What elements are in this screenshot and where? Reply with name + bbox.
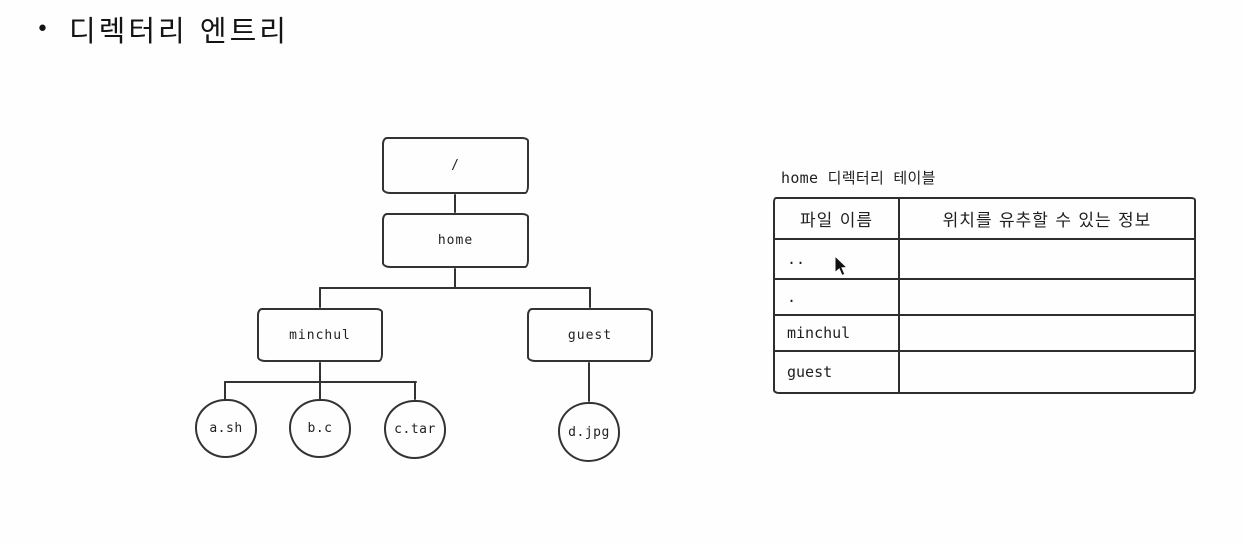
table-row-minchul-name: minchul: [775, 316, 900, 352]
tree-file-djpg-label: d.jpg: [568, 424, 610, 440]
edge-to-ash: [224, 381, 226, 400]
tree-node-root: /: [382, 137, 529, 194]
table-row-dotdot-name: ..: [775, 240, 900, 280]
table-row-minchul-info: [900, 316, 1194, 352]
tree-node-minchul-label: minchul: [289, 327, 351, 343]
edge-to-ctar: [414, 381, 416, 400]
tree-file-ctar-label: c.tar: [394, 422, 436, 437]
edge-to-minchul: [319, 287, 321, 308]
edge-to-guest: [589, 287, 591, 308]
tree-node-root-label: /: [451, 158, 460, 173]
tree-node-guest-label: guest: [567, 327, 613, 343]
edge-home-hbar: [319, 287, 591, 289]
edge-minchul-down: [319, 362, 321, 382]
edge-to-bc: [319, 381, 321, 400]
tree-file-ash: a.sh: [195, 399, 257, 458]
edge-root-home: [454, 194, 456, 213]
table-row-dotdot-info: [900, 240, 1194, 280]
table-header-file-name: 파일 이름: [775, 199, 900, 240]
tree-file-ctar: c.tar: [384, 400, 446, 459]
table-row-guest-name: guest: [775, 352, 900, 392]
tree-file-djpg: d.jpg: [558, 402, 620, 462]
tree-node-minchul: minchul: [257, 308, 383, 362]
home-directory-table: 파일 이름 위치를 유추할 수 있는 정보 .. . minchul guest: [773, 197, 1196, 394]
tree-file-bc: b.c: [289, 399, 351, 458]
tree-file-bc-label: b.c: [307, 421, 333, 436]
tree-file-ash-label: a.sh: [209, 421, 243, 436]
edge-home-down: [454, 268, 456, 288]
tree-node-home-label: home: [437, 233, 474, 248]
page-title: • 디렉터리 엔트리: [36, 8, 289, 50]
table-caption: home 디렉터리 테이블: [781, 169, 936, 187]
tree-node-home: home: [382, 213, 529, 268]
mouse-cursor-icon: [834, 255, 849, 277]
table-header-location-info: 위치를 유추할 수 있는 정보: [900, 199, 1194, 240]
edge-guest-down: [588, 362, 590, 402]
page-title-text: 디렉터리 엔트리: [68, 14, 289, 48]
bullet-icon: •: [36, 16, 49, 42]
table-row-guest-info: [900, 352, 1194, 392]
table-row-dot-info: [900, 280, 1194, 316]
table-row-dot-name: .: [775, 280, 900, 316]
tree-node-guest: guest: [527, 308, 653, 362]
